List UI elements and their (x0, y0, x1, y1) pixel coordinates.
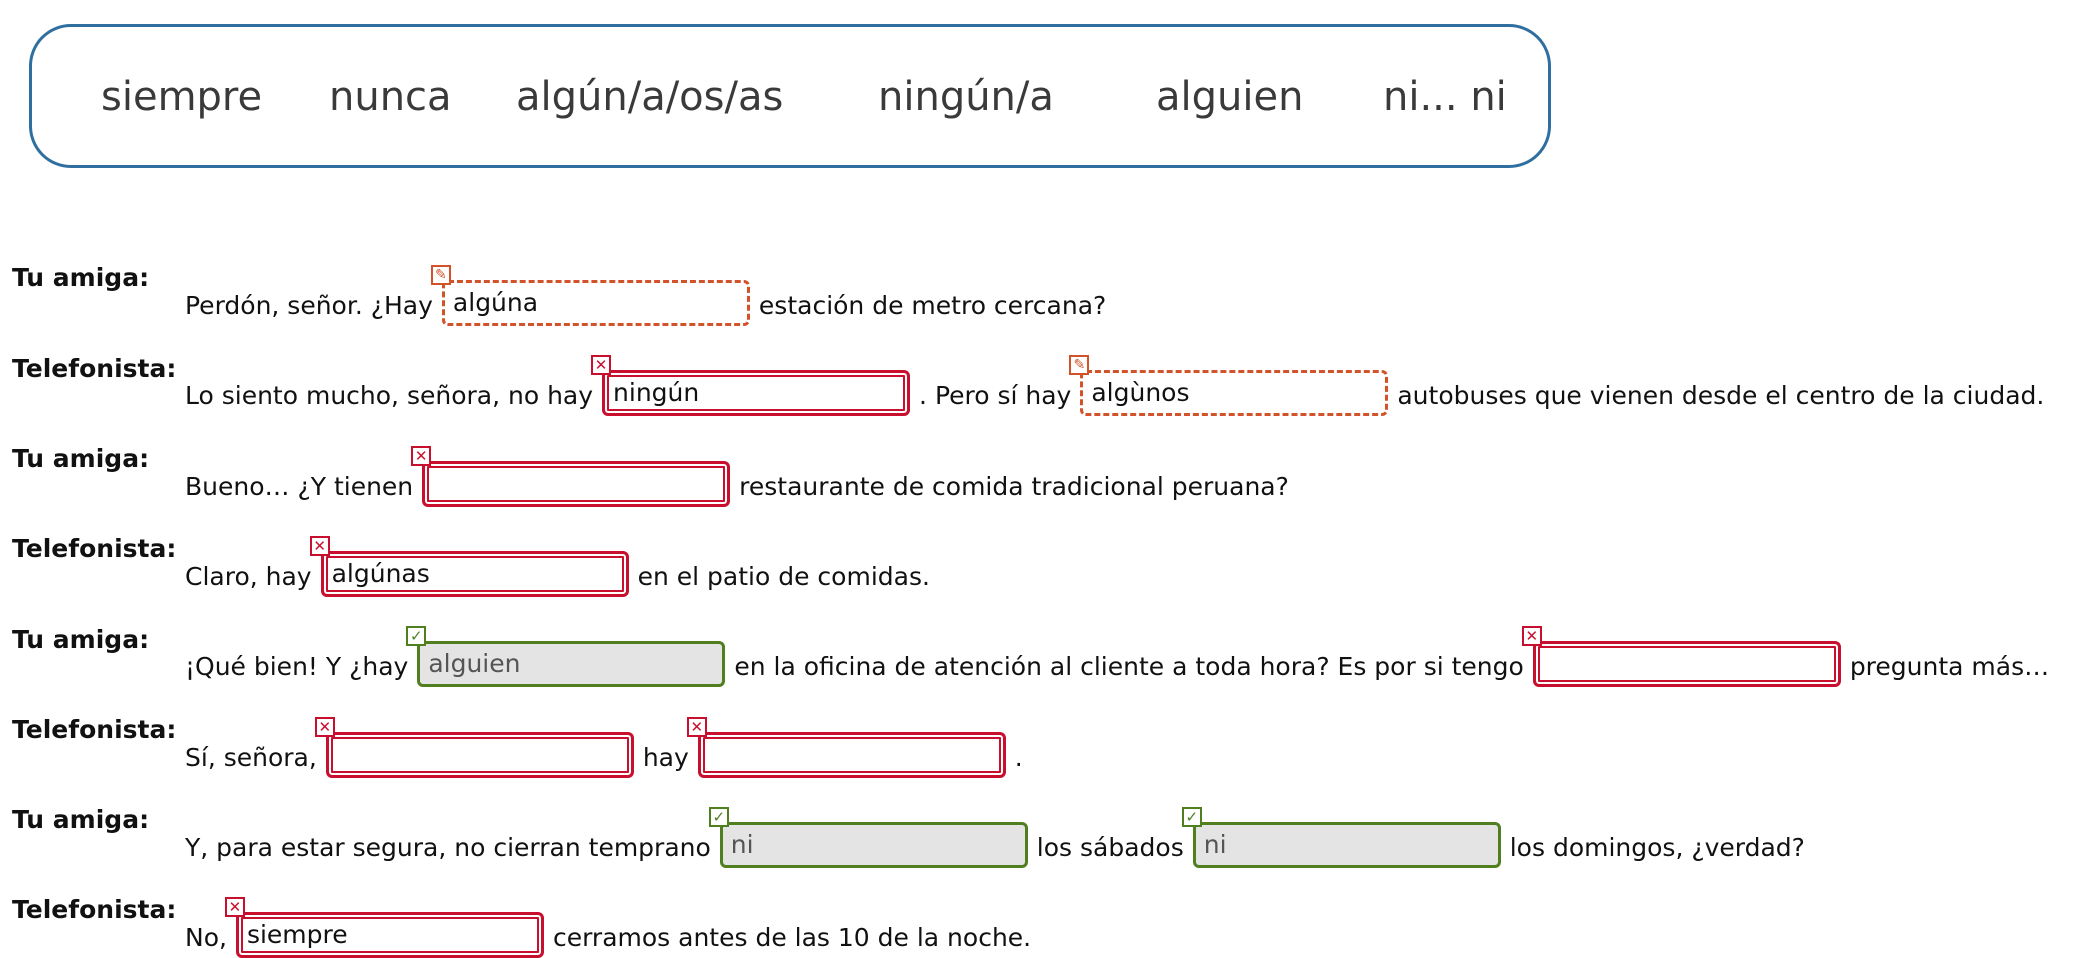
x-icon: ✕ (224, 897, 245, 917)
speaker-label: Tu amiga: (12, 263, 150, 292)
pencil-icon: ✎ (1069, 355, 1090, 375)
bank-word-alguien: alguien (1156, 74, 1304, 120)
answer-value: ni (730, 830, 754, 859)
x-icon: ✕ (411, 446, 432, 466)
answer-field[interactable]: ✎algùnos (1069, 355, 1389, 416)
dialogue-line: Bueno… ¿Y tienen ✕ restaurante de comida t… (185, 446, 1289, 507)
dialogue-text: Lo siento mucho, señora, no hay (185, 381, 594, 410)
dialogue-text: en la oficina de atención al cliente a t… (734, 652, 1524, 681)
answer-value: alguien (428, 649, 521, 678)
speaker-label: Telefonista: (12, 534, 177, 563)
answer-value: algúna (452, 288, 539, 317)
dialogue-line: Y, para estar segura, no cierran tempran… (185, 807, 1805, 868)
dialogue-text: en el patio de comidas. (637, 562, 930, 591)
dialogue-text: Perdón, señor. ¿Hay (185, 291, 433, 320)
dialogue-text: autobuses que vienen desde el centro de … (1397, 381, 2045, 410)
answer-field[interactable]: ✓alguien (406, 626, 726, 687)
dialogue-text: restaurante de comida tradicional peruan… (739, 472, 1289, 501)
bank-word-algun: algún/a/os/as (516, 74, 784, 120)
answer-value: algúnas (331, 559, 430, 588)
answer-field[interactable]: ✕ningún (591, 355, 911, 416)
answer-value: ni (1203, 830, 1227, 859)
answer-field[interactable]: ✕siempre (224, 897, 544, 958)
speaker-label: Telefonista: (12, 895, 177, 924)
bank-word-ningun: ningún/a (878, 74, 1054, 120)
answer-field[interactable]: ✕ (314, 717, 634, 778)
x-icon: ✕ (314, 717, 335, 737)
answer-field[interactable]: ✎algúna (430, 265, 750, 326)
pencil-icon: ✎ (430, 265, 451, 285)
bank-word-ni-ni: ni... ni (1383, 74, 1507, 120)
dialogue-text: No, (185, 923, 227, 952)
dialogue-text: . Pero sí hay (919, 381, 1072, 410)
dialogue-text: estación de metro cercana? (758, 291, 1107, 320)
dialogue-text: hay (642, 743, 689, 772)
dialogue-text: Bueno… ¿Y tienen (185, 472, 414, 501)
bank-word-siempre: siempre (101, 74, 263, 120)
x-icon: ✕ (1521, 626, 1542, 646)
speaker-label: Tu amiga: (12, 444, 150, 473)
speaker-label: Tu amiga: (12, 625, 150, 654)
dialogue-text: pregunta más… (1849, 652, 2050, 681)
check-icon: ✓ (406, 626, 427, 646)
dialogue-text: . (1014, 743, 1023, 772)
speaker-label: Telefonista: (12, 715, 177, 744)
answer-value: algùnos (1091, 378, 1190, 407)
answer-value: ningún (613, 378, 700, 407)
answer-field[interactable]: ✓ni (708, 807, 1028, 868)
dialogue-text: ¡Qué bien! Y ¿hay (185, 652, 409, 681)
answer-field[interactable]: ✓ni (1181, 807, 1501, 868)
answer-field[interactable]: ✕algúnas (309, 536, 629, 597)
answer-value: siempre (246, 920, 348, 949)
dialogue-line: Lo siento mucho, señora, no hay✕ningún. … (185, 355, 2045, 416)
answer-field[interactable]: ✕ (1521, 626, 1841, 687)
dialogue-text: los sábados (1036, 833, 1184, 862)
word-bank: siempre nunca algún/a/os/as ningún/a alg… (29, 24, 1551, 168)
answer-field[interactable]: ✕ (686, 717, 1006, 778)
dialogue-line: Sí, señora, ✕ hay ✕. (185, 717, 1023, 778)
dialogue-text: los domingos, ¿verdad? (1509, 833, 1805, 862)
check-icon: ✓ (708, 807, 729, 827)
dialogue-text: Y, para estar segura, no cierran tempran… (185, 833, 711, 862)
speaker-label: Tu amiga: (12, 805, 150, 834)
answer-field[interactable]: ✕ (411, 446, 731, 507)
dialogue-text: cerramos antes de las 10 de la noche. (552, 923, 1032, 952)
dialogue-text: Sí, señora, (185, 743, 317, 772)
speaker-label: Telefonista: (12, 354, 177, 383)
dialogue-text: Claro, hay (185, 562, 312, 591)
x-icon: ✕ (309, 536, 330, 556)
x-icon: ✕ (591, 355, 612, 375)
check-icon: ✓ (1181, 807, 1202, 827)
bank-word-nunca: nunca (329, 74, 452, 120)
x-icon: ✕ (686, 717, 707, 737)
